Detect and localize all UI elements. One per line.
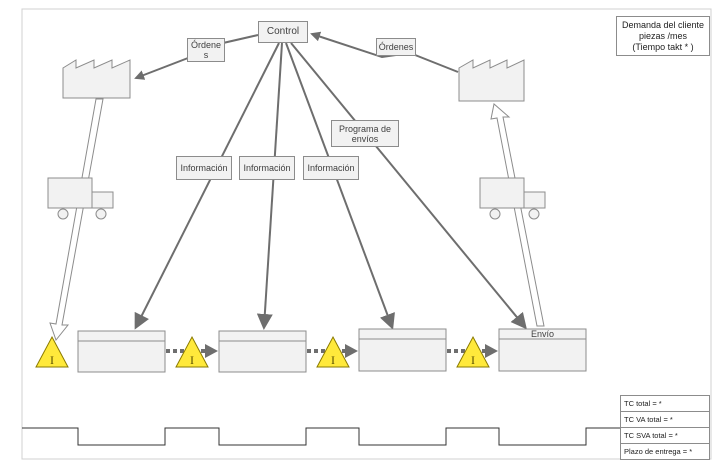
supplier-factory-icon bbox=[62, 59, 131, 99]
process-box bbox=[77, 330, 166, 373]
svg-text:I: I bbox=[50, 353, 54, 367]
customer-truck-icon bbox=[479, 177, 546, 220]
shipping-process-box bbox=[498, 328, 587, 372]
inventory-triangle-icon: I bbox=[316, 335, 350, 368]
svg-text:I: I bbox=[471, 353, 475, 367]
timeline-ladder bbox=[22, 427, 620, 446]
summary-tc-total: TC total = * bbox=[620, 395, 710, 412]
inventory-triangle-icon: I bbox=[35, 335, 69, 368]
supplier-shipment-arrow-icon bbox=[49, 98, 104, 342]
shipping-label: Envío bbox=[530, 329, 554, 339]
information-label-1: Información bbox=[176, 156, 232, 180]
push-arrow-icon bbox=[166, 344, 218, 358]
customer-demand-box: Demanda del cliente piezas /mes (Tiempo … bbox=[616, 16, 710, 56]
summary-tc-va-total: TC VA total = * bbox=[620, 411, 710, 428]
inventory-triangle-icon: I bbox=[175, 335, 209, 368]
customer-shipment-arrow-icon bbox=[490, 103, 545, 327]
supplier-truck-icon bbox=[47, 177, 114, 220]
summary-lead-time: Plazo de entrega = * bbox=[620, 443, 710, 460]
svg-text:I: I bbox=[190, 353, 194, 367]
control-box: Control bbox=[258, 21, 308, 43]
information-label-3: Información bbox=[303, 156, 359, 180]
information-flow-arrows bbox=[134, 42, 527, 330]
information-label-2: Información bbox=[239, 156, 295, 180]
orders-left-label: Órdene s bbox=[187, 38, 225, 62]
orders-right-label: Órdenes bbox=[376, 38, 416, 56]
process-box bbox=[218, 330, 307, 373]
shipping-schedule-label: Programa de envíos bbox=[331, 120, 399, 147]
customer-factory-icon bbox=[458, 59, 525, 102]
summary-tc-sva-total: TC SVA total = * bbox=[620, 427, 710, 444]
inventory-triangle-icon: I bbox=[456, 335, 490, 368]
process-box bbox=[358, 328, 447, 372]
svg-text:I: I bbox=[331, 353, 335, 367]
